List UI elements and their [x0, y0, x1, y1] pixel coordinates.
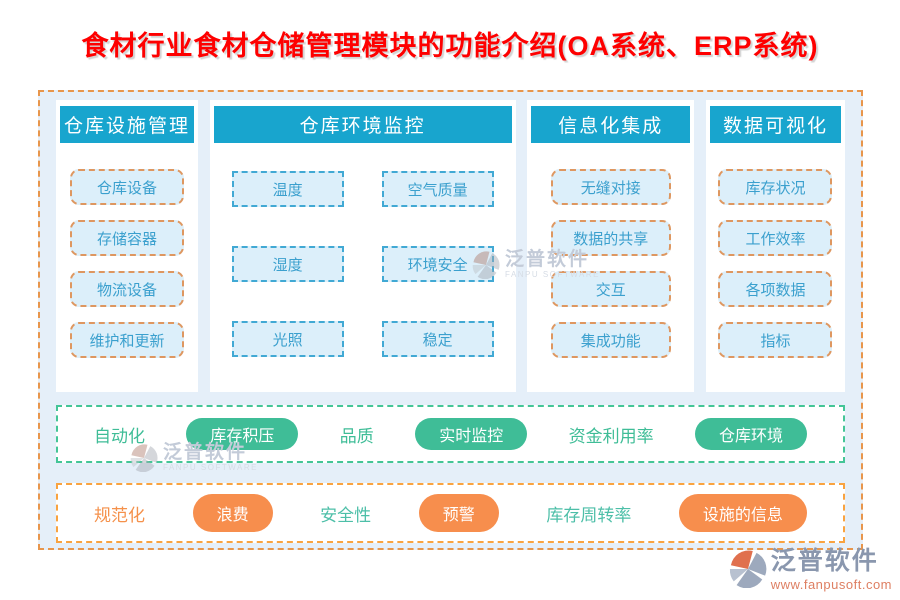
page-title: 食材行业食材仓储管理模块的功能介绍(OA系统、ERP系统): [81, 31, 819, 61]
benefit-pill: 设施的信息: [678, 494, 807, 532]
feature-box: 维护和更新: [70, 322, 184, 358]
feature-box: 工作效率: [718, 220, 833, 256]
brand-url: www.fanpusoft.com: [770, 576, 892, 592]
brand-text: 泛普软件 www.fanpusoft.com: [771, 548, 892, 592]
row-label: 库存周转率: [546, 505, 632, 525]
diagram-board: 仓库设施管理 仓库设备 存储容器 物流设备 维护和更新 仓库环境监控 温度 空气…: [38, 90, 863, 550]
row-label: 安全性: [320, 505, 372, 525]
feature-box: 集成功能: [550, 322, 671, 358]
row-label: 规范化: [94, 505, 145, 525]
feature-box: 稳定: [381, 321, 494, 357]
column-information-integration: 信息化集成 无缝对接 数据的共享 交互 集成功能: [527, 100, 695, 392]
feature-box: 交互: [550, 271, 671, 307]
feature-box: 各项数据: [718, 271, 833, 307]
benefit-pill: 库存积压: [186, 418, 299, 450]
column-header: 仓库设施管理: [60, 106, 194, 143]
feature-box: 温度: [231, 171, 344, 207]
column-items: 仓库设备 存储容器 物流设备 维护和更新: [70, 169, 184, 358]
brand-name: 泛普软件: [770, 547, 879, 576]
benefit-pill: 仓库环境: [694, 418, 807, 450]
feature-box: 仓库设备: [70, 169, 184, 205]
column-header: 数据可视化: [709, 106, 841, 143]
benefit-pill: 实时监控: [415, 418, 528, 450]
feature-box: 光照: [231, 321, 344, 357]
benefit-row-automation: 自动化 库存积压 品质 实时监控 资金利用率 仓库环境: [56, 405, 845, 463]
column-items-grid: 温度 空气质量 湿度 环境安全 光照 稳定: [231, 171, 494, 357]
row-label: 资金利用率: [568, 426, 654, 446]
benefit-pill: 浪费: [192, 494, 273, 532]
column-header: 仓库环境监控: [213, 106, 512, 143]
feature-box: 指标: [718, 322, 833, 358]
feature-box: 存储容器: [70, 220, 184, 256]
column-environment-monitor: 仓库环境监控 温度 空气质量 湿度 环境安全 光照 稳定: [209, 100, 516, 392]
column-data-visualization: 数据可视化 库存状况 工作效率 各项数据 指标: [705, 100, 845, 392]
feature-box: 库存状况: [718, 169, 833, 205]
row-label: 品质: [339, 426, 374, 446]
feature-box: 空气质量: [381, 171, 494, 207]
row-label: 自动化: [94, 426, 145, 446]
feature-box: 环境安全: [381, 246, 494, 282]
benefit-row-standardization: 规范化 浪费 安全性 预警 库存周转率 设施的信息: [56, 483, 845, 543]
feature-columns: 仓库设施管理 仓库设备 存储容器 物流设备 维护和更新 仓库环境监控 温度 空气…: [56, 100, 845, 392]
column-items: 无缝对接 数据的共享 交互 集成功能: [550, 169, 671, 358]
benefit-pill: 预警: [418, 494, 499, 532]
column-warehouse-facility: 仓库设施管理 仓库设备 存储容器 物流设备 维护和更新: [56, 100, 198, 392]
feature-box: 无缝对接: [550, 169, 671, 205]
fanpu-brand: 泛普软件 www.fanpusoft.com: [729, 548, 892, 592]
column-header: 信息化集成: [531, 106, 691, 143]
column-items: 库存状况 工作效率 各项数据 指标: [718, 169, 833, 358]
feature-box: 湿度: [231, 246, 344, 282]
fanpu-logo-icon: [729, 550, 767, 589]
feature-box: 数据的共享: [550, 220, 671, 256]
feature-box: 物流设备: [70, 271, 184, 307]
